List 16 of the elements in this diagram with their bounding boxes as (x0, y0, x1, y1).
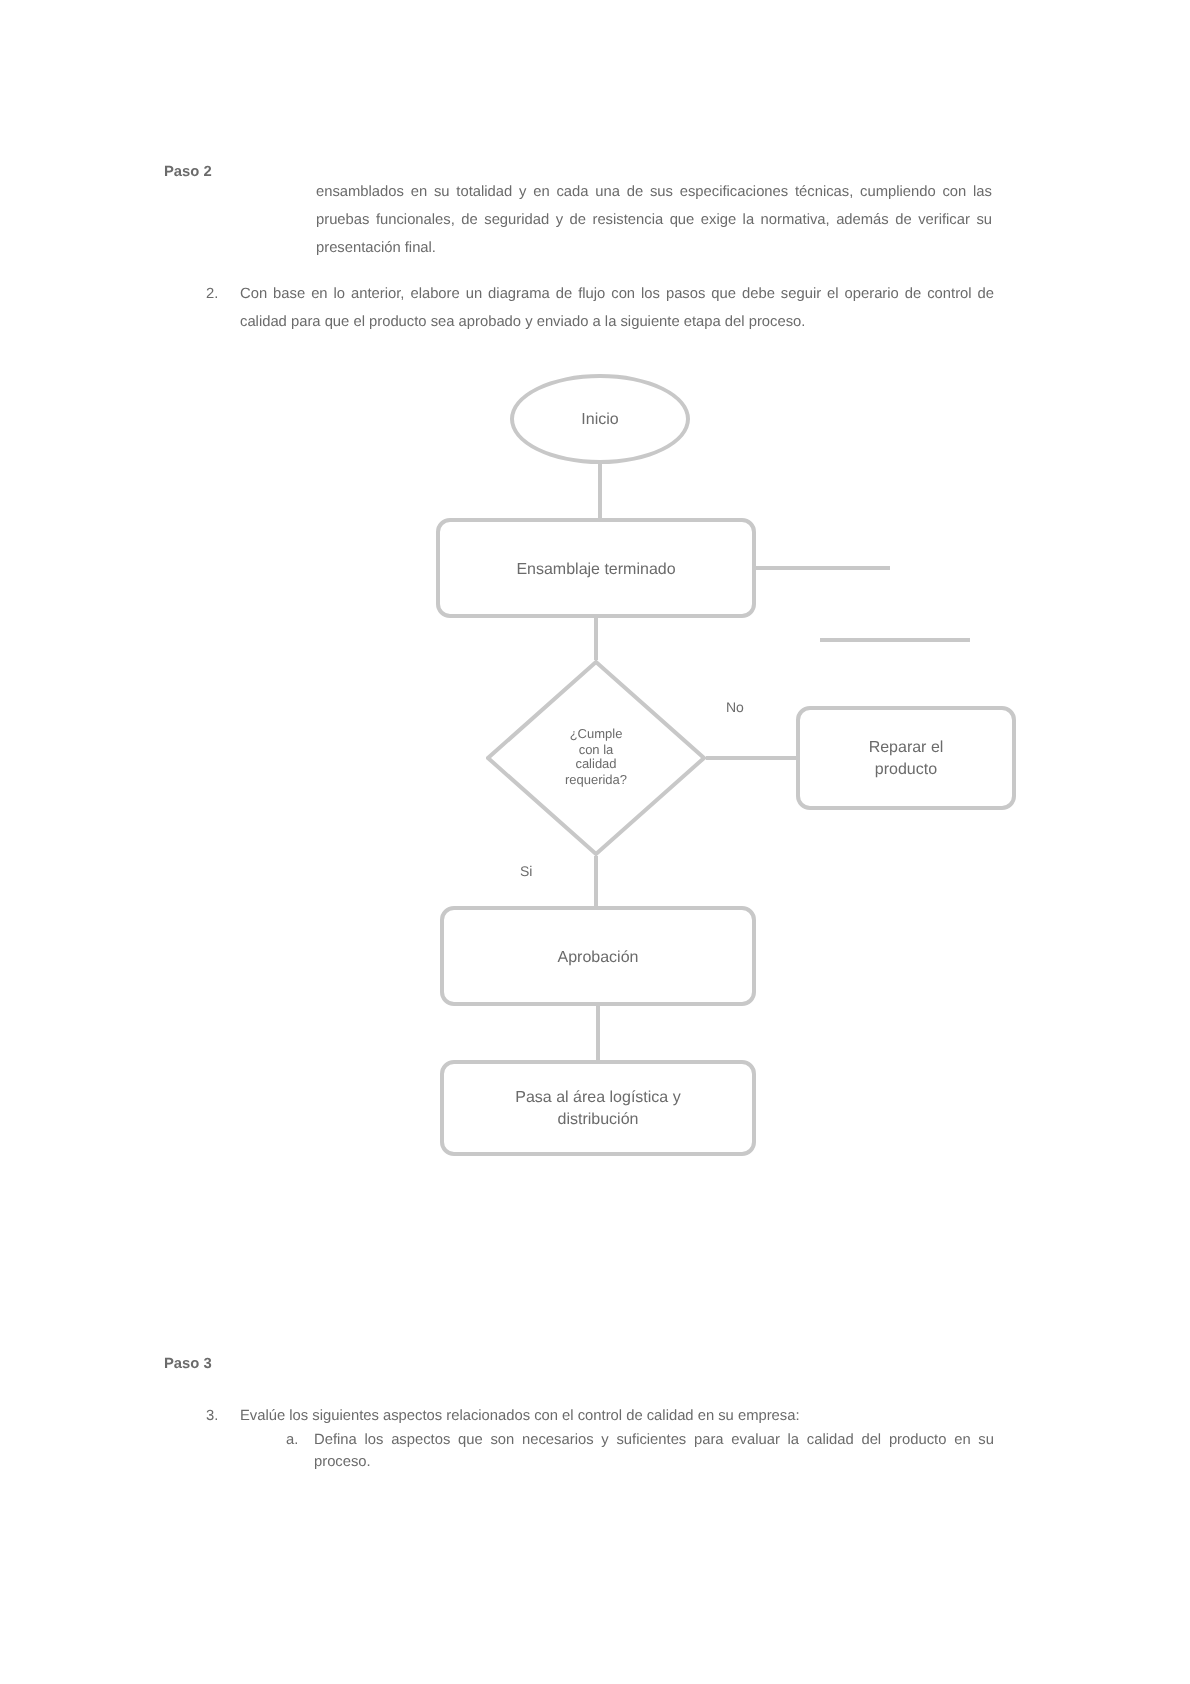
node-label: Inicio (581, 408, 619, 430)
node-label: Pasa al área logística y distribución (513, 1086, 683, 1130)
node-label: Ensamblaje terminado (516, 557, 676, 579)
connector-line (598, 464, 602, 518)
connector-line (706, 756, 796, 760)
connector-line (756, 566, 890, 570)
connector-line (594, 618, 598, 660)
process-box (440, 906, 756, 1006)
process-box (796, 706, 1016, 810)
node-label: Aprobación (557, 945, 639, 967)
node-label: Reparar el producto (866, 736, 946, 780)
decision-diamond (486, 660, 706, 856)
connector-line (596, 1006, 600, 1060)
process-box (440, 1060, 756, 1156)
connector-line (594, 856, 598, 906)
process-box (436, 518, 756, 618)
